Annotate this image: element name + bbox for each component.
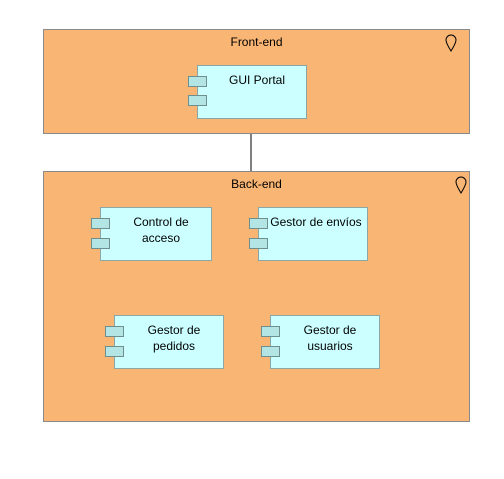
gestor-pedidos-label: Gestor de pedidos: [147, 323, 201, 353]
gestor-envios-component[interactable]: Gestor de envíos: [249, 207, 368, 261]
backend-node[interactable]: Back-end Control de acceso Gestor de env…: [43, 171, 470, 422]
backend-title: Back-end: [231, 177, 282, 191]
gestor-usuarios-label: Gestor de usuarios: [303, 323, 357, 353]
component-port-icon: [91, 218, 110, 229]
component-port-icon: [188, 76, 207, 87]
gestor-pedidos-component[interactable]: Gestor de pedidos: [105, 315, 224, 369]
component-port-icon: [261, 346, 280, 357]
gestor-envios-label: Gestor de envíos: [270, 215, 362, 229]
component-port-icon: [91, 238, 110, 249]
control-acceso-component[interactable]: Control de acceso: [91, 207, 212, 261]
location-pin-icon: [455, 176, 467, 194]
component-port-icon: [105, 326, 124, 337]
frontend-node[interactable]: Front-end GUI Portal: [43, 29, 470, 134]
component-port-icon: [249, 238, 268, 249]
gui-portal-component[interactable]: GUI Portal: [188, 65, 307, 119]
gestor-usuarios-component[interactable]: Gestor de usuarios: [261, 315, 380, 369]
component-port-icon: [188, 95, 207, 106]
component-port-icon: [105, 346, 124, 357]
control-acceso-label: Control de acceso: [133, 215, 189, 245]
frontend-title: Front-end: [230, 35, 283, 49]
component-port-icon: [261, 326, 280, 337]
location-pin-icon: [445, 34, 457, 52]
component-port-icon: [249, 218, 268, 229]
gui-portal-label: GUI Portal: [228, 73, 285, 87]
